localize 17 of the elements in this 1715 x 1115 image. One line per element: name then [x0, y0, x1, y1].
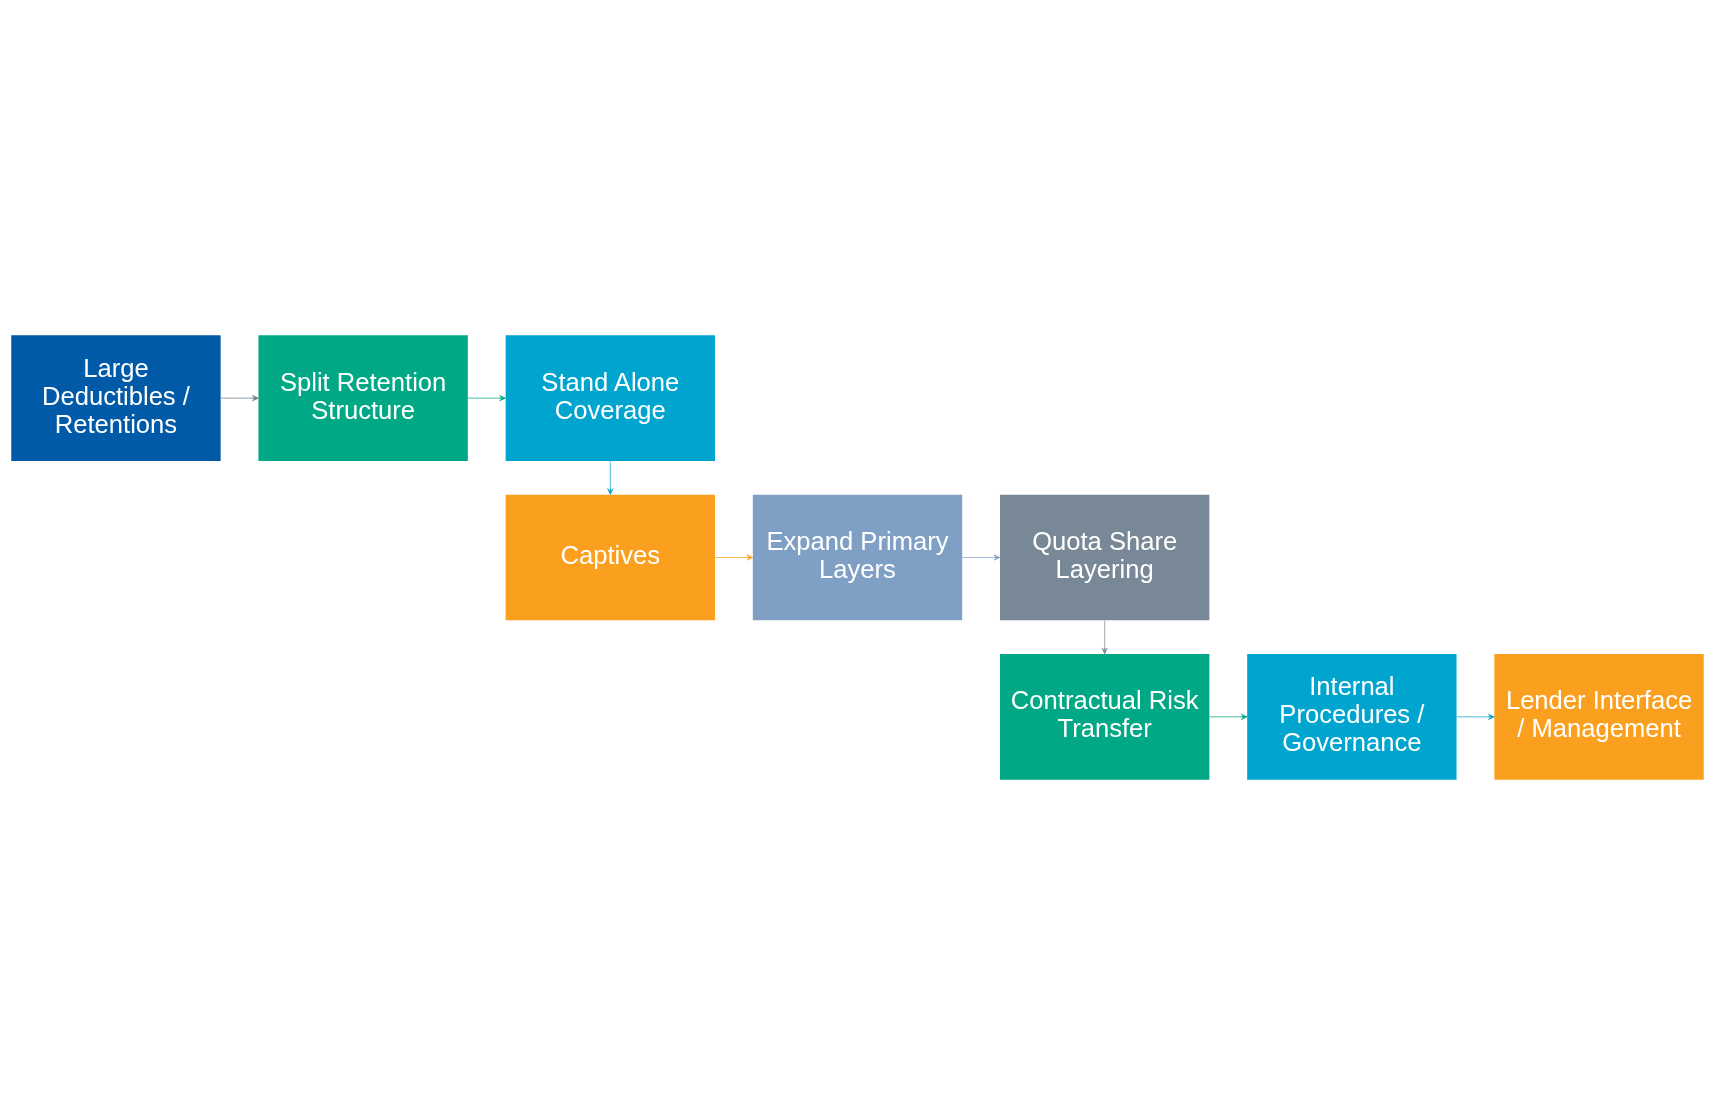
- node-box: Expand Primary Layers: [752, 494, 963, 621]
- arrow: [1209, 713, 1248, 720]
- node-box: Lender Interface / Management: [1494, 654, 1704, 780]
- arrow: [467, 395, 506, 402]
- node-box: Captives: [505, 494, 715, 621]
- node-box: Contractual Risk Transfer: [1000, 654, 1210, 780]
- node-box: Internal Procedures / Governance: [1247, 654, 1457, 780]
- arrow: [961, 554, 1001, 561]
- node-box: Quota Share Layering: [1000, 494, 1210, 621]
- node-box: Stand Alone Coverage: [505, 335, 715, 461]
- arrow: [714, 554, 754, 561]
- node-box: Large Deductibles / Retentions: [11, 335, 221, 461]
- arrow: [220, 395, 259, 402]
- node-box: Split Retention Structure: [258, 335, 468, 461]
- arrow: [607, 460, 614, 495]
- arrow: [1456, 713, 1495, 720]
- arrow: [1101, 620, 1108, 655]
